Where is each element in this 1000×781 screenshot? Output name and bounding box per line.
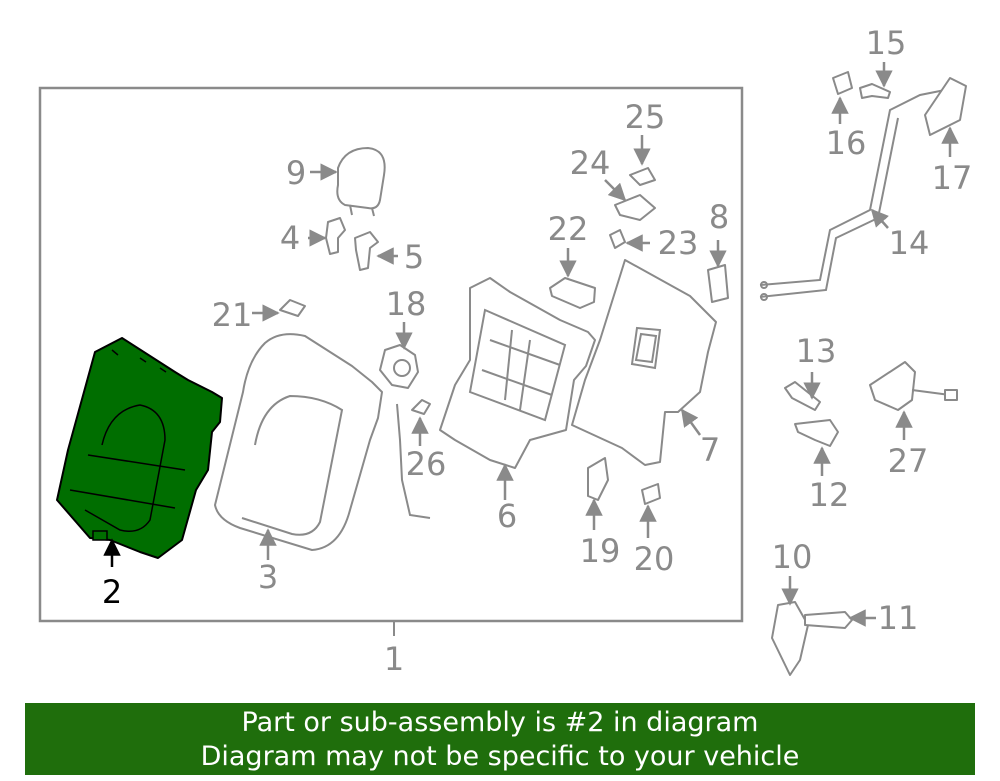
callout-19: 19 [580, 532, 621, 570]
callout-6: 6 [497, 497, 517, 535]
part-21-clip[interactable] [279, 299, 306, 317]
callout-9: 9 [286, 154, 306, 192]
part-4-guide[interactable] [325, 217, 346, 255]
callout-18: 18 [386, 285, 427, 323]
callout-13: 13 [796, 332, 837, 370]
callout-22: 22 [548, 210, 589, 248]
part-2-seatback-cover[interactable] [56, 337, 223, 559]
part-27-bracket[interactable] [869, 361, 958, 411]
callout-3: 3 [258, 558, 278, 596]
callout-21: 21 [212, 296, 253, 334]
part-7-back-panel[interactable] [571, 259, 717, 466]
callout-26: 26 [406, 445, 447, 483]
callout-1: 1 [384, 640, 404, 678]
part-22-bracket[interactable] [549, 277, 596, 309]
part-11-bolt[interactable] [804, 611, 853, 629]
callout-12: 12 [809, 476, 850, 514]
callout-11: 11 [878, 599, 919, 637]
callout-4: 4 [280, 219, 300, 257]
callout-15: 15 [866, 24, 907, 62]
part-6-seatback-frame[interactable] [439, 277, 596, 469]
leader-arrows [103, 62, 959, 627]
part-19-bracket[interactable] [587, 457, 609, 501]
callout-24: 24 [570, 144, 611, 182]
callout-23: 23 [658, 224, 699, 262]
callout-14: 14 [889, 224, 930, 262]
banner-line-1: Part or sub-assembly is #2 in diagram [241, 707, 759, 738]
parts-diagram: 1 2 3 4 5 6 7 8 9 10 11 12 13 14 15 16 1… [38, 24, 973, 678]
part-20-clip[interactable] [641, 483, 661, 505]
part-3-seatback-pad[interactable] [214, 333, 383, 551]
callout-27: 27 [888, 442, 929, 480]
callout-7: 7 [700, 431, 720, 469]
callout-8: 8 [709, 198, 729, 236]
part-25-clip[interactable] [629, 167, 656, 186]
part-18-latch[interactable] [379, 344, 419, 389]
part-12-bracket[interactable] [794, 419, 839, 447]
callout-20: 20 [634, 540, 675, 578]
banner-line-2: Diagram may not be specific to your vehi… [200, 741, 800, 772]
callout-17: 17 [932, 159, 973, 197]
part-14-harness[interactable] [759, 89, 946, 301]
callout-5: 5 [404, 238, 424, 276]
part-8-switch[interactable] [707, 264, 729, 303]
callout-25: 25 [625, 98, 666, 136]
callout-16: 16 [826, 124, 867, 162]
callout-2: 2 [102, 573, 122, 611]
part-17-bracket[interactable] [924, 77, 967, 136]
notice-banner: Part or sub-assembly is #2 in diagram Di… [25, 703, 975, 775]
part-24-bracket[interactable] [614, 194, 656, 221]
part-5-guide[interactable] [354, 231, 379, 271]
part-26-cable[interactable] [396, 399, 431, 519]
part-13-bolt[interactable] [784, 381, 821, 411]
part-15-bolt[interactable] [859, 83, 891, 99]
part-23-clip[interactable] [609, 229, 626, 249]
assembly-frame [38, 86, 744, 623]
part-9-headrest[interactable] [336, 147, 386, 217]
part-10-bracket[interactable] [771, 601, 809, 676]
callout-10: 10 [772, 538, 813, 576]
part-16-clip[interactable] [832, 71, 853, 95]
